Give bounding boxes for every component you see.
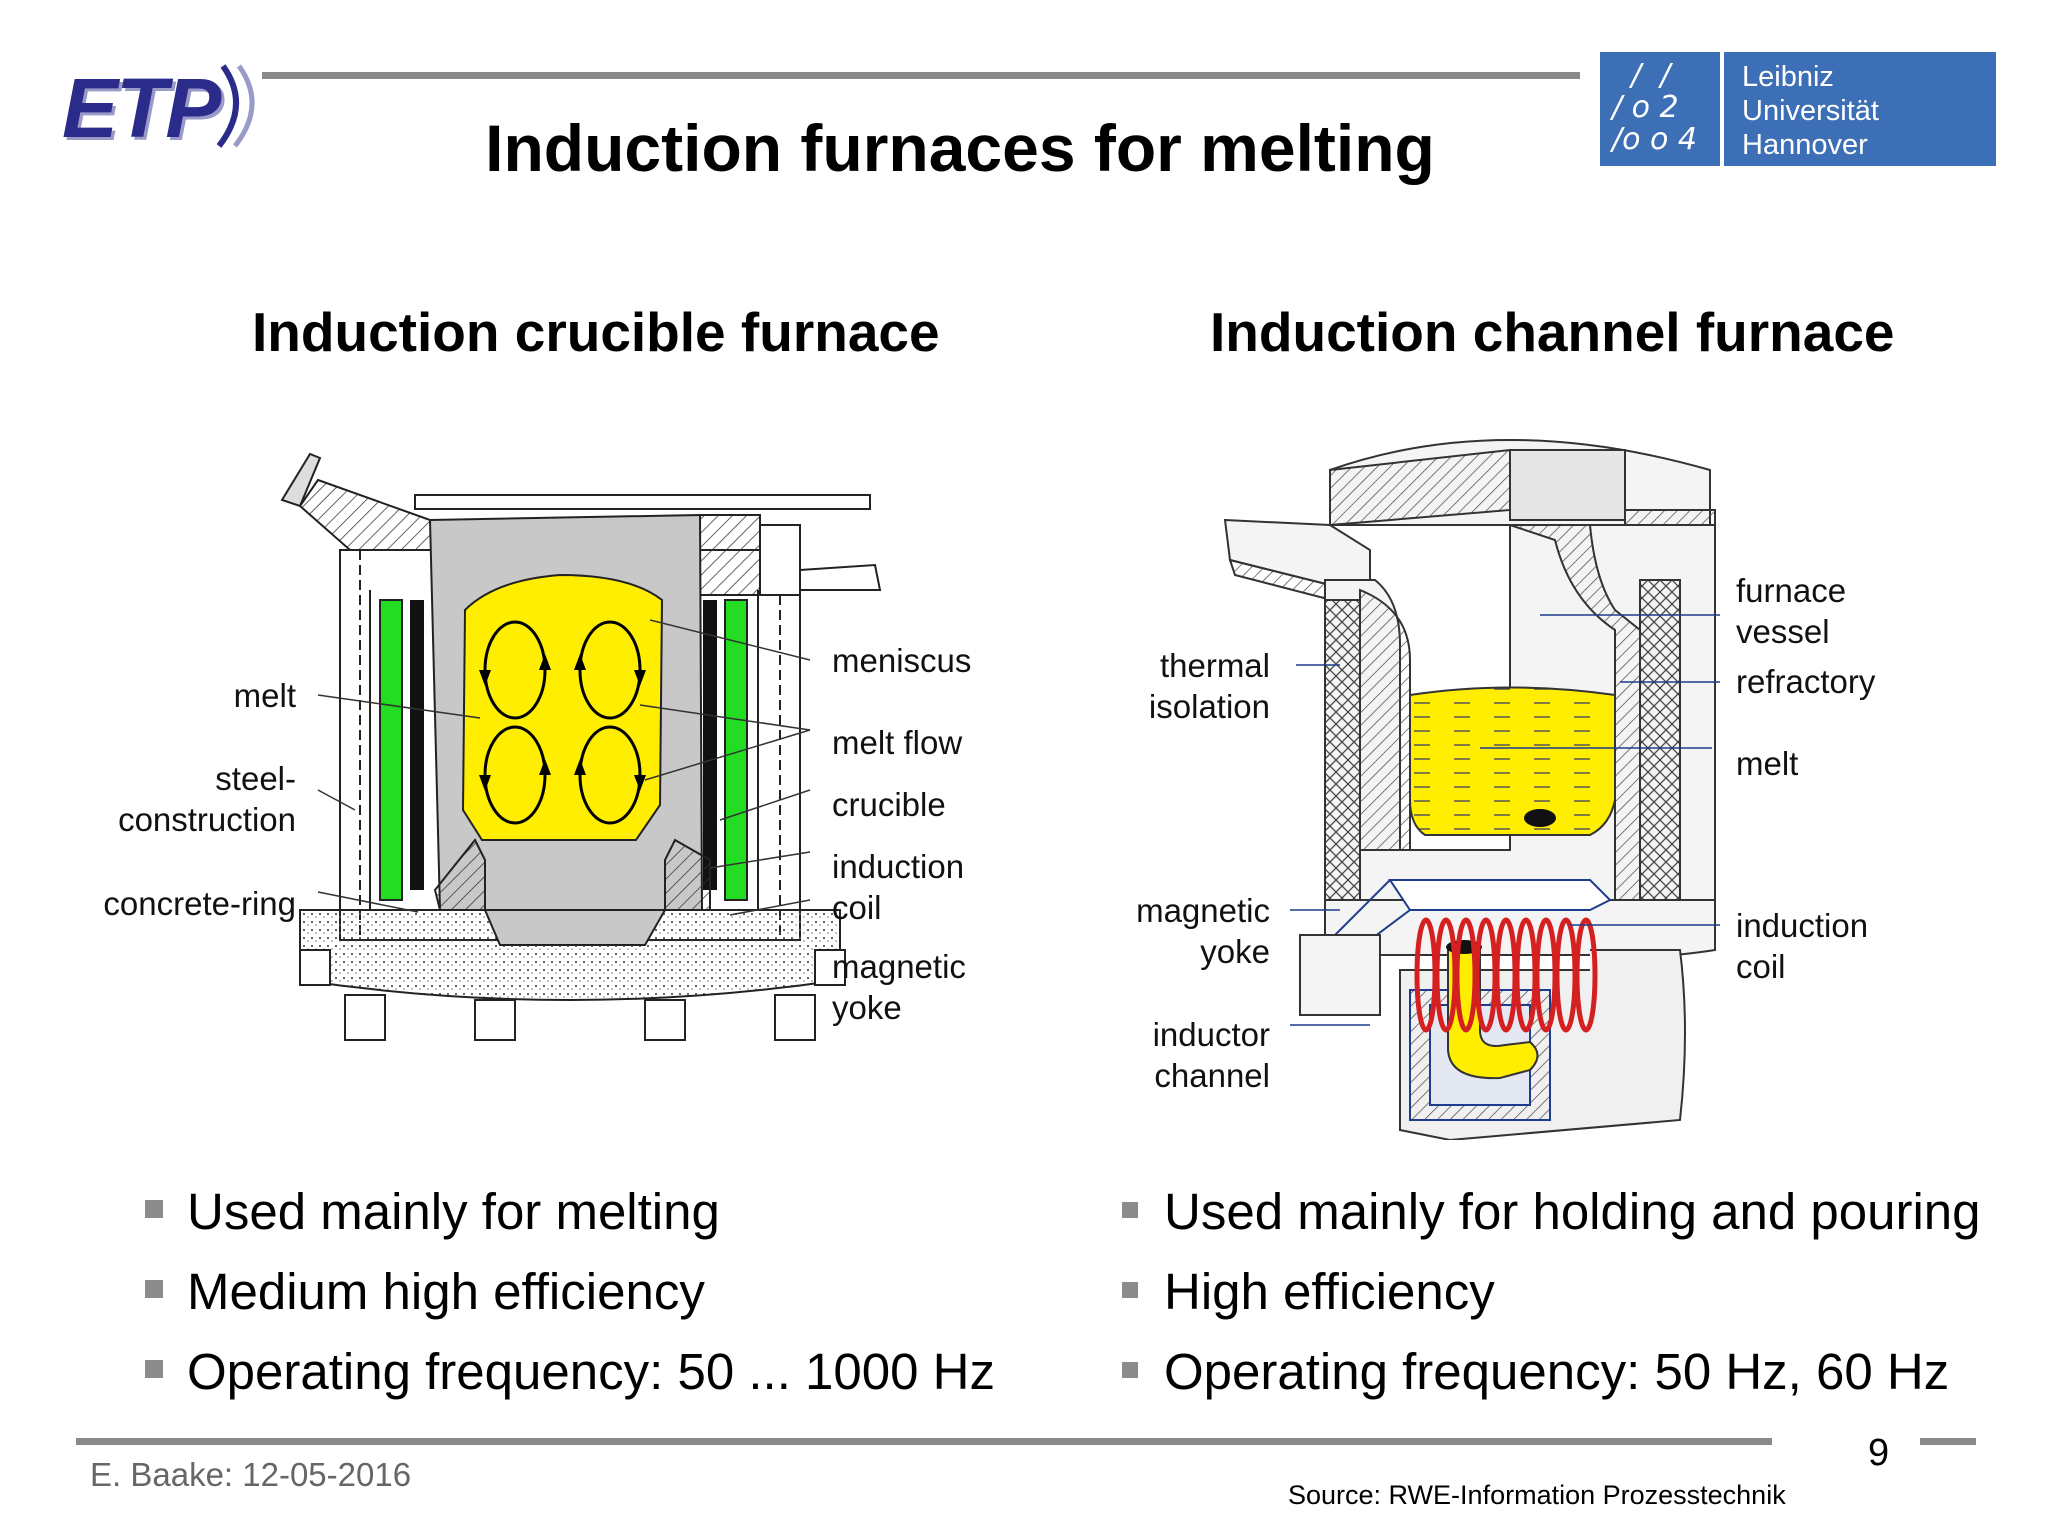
crucible-furnace-diagram: [270, 440, 890, 1050]
left-induction-coil: [379, 599, 403, 901]
label-magnetic-yoke-right: magnetic yoke: [1136, 892, 1270, 970]
left-bullet-list: Used mainly for melting Medium high effi…: [145, 1172, 995, 1412]
furnace-lid: [414, 494, 871, 510]
thermal-isolation: [1324, 599, 1361, 901]
logo-separator: [1720, 52, 1724, 166]
label-refractory: refractory: [1736, 663, 1876, 700]
etp-logo: ETP: [62, 61, 221, 155]
bullet-item: Used mainly for melting: [145, 1172, 995, 1252]
channel-furnace-diagram: [1210, 430, 1730, 1140]
bullet-item: Medium high efficiency: [145, 1252, 995, 1332]
right-magnetic-yoke: [703, 600, 717, 890]
label-steel-construction: steel- construction: [118, 760, 296, 838]
bullet-item: Operating frequency: 50 Hz, 60 Hz: [1122, 1332, 1981, 1412]
label-melt-left: melt: [233, 677, 296, 714]
concrete-base: [299, 909, 841, 1001]
bullet-square-icon: [145, 1200, 163, 1218]
footer-author-date: E. Baake: 12-05-2016: [90, 1456, 412, 1493]
label-inductor-channel: inductor channel: [1152, 1016, 1270, 1094]
bullet-square-icon: [145, 1360, 163, 1378]
left-magnetic-yoke: [410, 600, 424, 890]
footer-rule-short: [1920, 1438, 1976, 1445]
label-thermal-isolation: thermal isolation: [1148, 647, 1270, 725]
pouring-spout: [280, 452, 322, 508]
label-meniscus: meniscus: [832, 642, 972, 679]
footer-rule: [76, 1438, 1772, 1445]
page-number: 9: [1868, 1432, 1890, 1474]
right-bullet-list: Used mainly for holding and pouring High…: [1122, 1172, 1981, 1412]
label-melt-flow: melt flow: [832, 724, 963, 761]
label-furnace-vessel: furnace vessel: [1736, 572, 1847, 650]
bullet-square-icon: [1122, 1362, 1138, 1378]
bullet-square-icon: [1122, 1202, 1138, 1218]
header-rule: [262, 72, 1580, 79]
label-magnetic-yoke-left: magnetic yoke: [832, 948, 966, 1026]
bullet-item: Used mainly for holding and pouring: [1122, 1172, 1981, 1252]
page-title: Induction furnaces for melting: [485, 111, 1435, 185]
etp-logo-arcs: [216, 64, 255, 148]
inductor-channel: [1447, 949, 1539, 1080]
channel-induction-coil: [1414, 917, 1598, 1033]
label-crucible: crucible: [832, 786, 946, 823]
melt-right: [1409, 686, 1616, 836]
bullet-square-icon: [145, 1280, 163, 1298]
university-logo: / // o 2/o o 4 Leibniz Universität Hanno…: [1600, 52, 1996, 166]
label-induction-coil-left: induction coil: [832, 848, 965, 926]
label-induction-coil-right: induction coil: [1736, 907, 1869, 985]
right-induction-coil: [724, 599, 748, 901]
university-mark: / // o 2/o o 4: [1612, 58, 1697, 157]
label-concrete-ring: concrete-ring: [103, 885, 296, 922]
melt-area: [461, 573, 664, 841]
right-heading: Induction channel furnace: [1210, 301, 1895, 363]
source-credit: Source: RWE-Information Prozesstechnik: [1288, 1480, 1786, 1510]
bullet-item: High efficiency: [1122, 1252, 1981, 1332]
channel-spout: [1223, 518, 1371, 597]
left-heading: Induction crucible furnace: [252, 301, 940, 363]
bullet-item: Operating frequency: 50 ... 1000 Hz: [145, 1332, 995, 1412]
university-name: Leibniz Universität Hannover: [1742, 61, 1879, 161]
magnetic-yoke-right: [1299, 934, 1381, 1016]
bullet-square-icon: [1122, 1282, 1138, 1298]
label-melt-right: melt: [1736, 745, 1799, 782]
